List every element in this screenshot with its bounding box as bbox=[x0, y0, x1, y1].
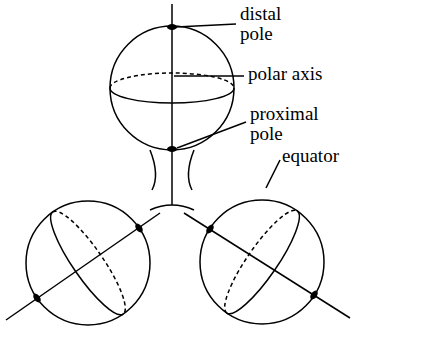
part-label: polar axis bbox=[248, 64, 322, 84]
part-label: proximal pole bbox=[250, 104, 330, 144]
part-label: equator bbox=[282, 146, 339, 166]
part-label: distal pole bbox=[240, 4, 302, 44]
